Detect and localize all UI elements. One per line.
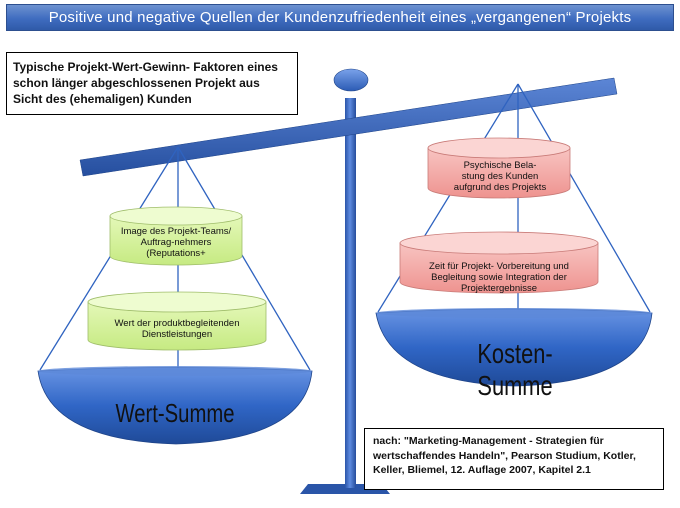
right-top-cylinder [427,137,571,199]
right-bottom-cylinder [399,231,599,294]
scale-pole [345,98,356,488]
right-top-cylinder-label: Psychische Bela-stung des Kunden aufgrun… [453,160,547,193]
scale-beam [79,77,618,177]
left-bottom-cylinder-label: Wert der produktbegleitenden Dienstleist… [114,318,240,340]
value-sum-label: Wert-Summe [115,398,235,428]
scale-knob [333,68,369,92]
left-bottom-cylinder [87,291,267,351]
cost-sum-label: Kosten-Summe [477,338,553,401]
page-title: Positive und negative Quellen der Kunden… [6,4,674,31]
source-citation: nach: "Marketing-Management - Strategien… [364,428,664,490]
project-factor-note: Typische Projekt-Wert-Gewinn- Faktoren e… [6,52,298,115]
right-bottom-cylinder-label: Zeit für Projekt- Vorbereitung und Begle… [429,261,569,294]
left-top-cylinder [109,206,243,266]
left-top-cylinder-label: Image des Projekt-Teams/ Auftrag-nehmers… [120,226,232,259]
